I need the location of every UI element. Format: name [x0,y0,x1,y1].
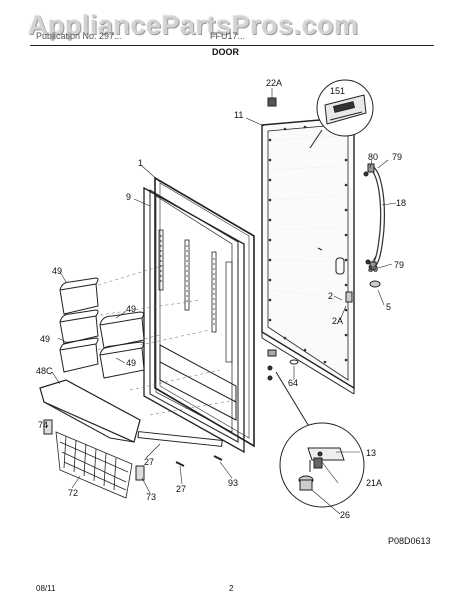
callout-22: 22A [266,78,282,88]
callout-26: 27 [144,457,154,467]
callout-79-top: 79 [392,152,402,162]
door-bin-lower-left [59,337,99,373]
callout-27-label: 27 [0,0,10,2]
callout-72: 72 [68,488,78,498]
screw-27 [175,461,185,467]
wire-basket [55,431,133,499]
callout-73: 74 [38,420,48,430]
publication-text: Publication No. 297... [36,31,122,41]
diagram-code: P08D0613 [388,536,431,546]
callout-49-a: 49 [52,266,62,276]
callout-49-c: 49 [40,334,50,344]
screw-93 [213,455,223,461]
callout-18: 18 [396,198,406,208]
callout-5: 5 [386,302,391,312]
callout-1: 1 [138,158,143,168]
callout-151: 151 [330,86,345,96]
inner-door-liner [143,176,255,454]
footer-date: 08/11 [36,584,56,593]
footer-page-number: 2 [229,584,234,593]
callout-74: 73 [146,492,156,502]
callout-9: 9 [126,192,131,202]
callout-49-d: 49 [126,358,136,368]
door-bin-upper-left [59,277,99,315]
door-bin-upper-right [99,311,145,349]
section-title: DOOR [212,47,239,57]
door-bin-long [39,379,141,443]
door-bin-lower-right [99,341,145,379]
callout-22a: 26 [340,510,350,520]
callout-80-bottom: 80 [368,264,378,274]
callout-11: 11 [234,110,243,120]
control-display-module [309,79,374,149]
hinge-detail-circle [279,422,365,508]
door-handle [367,163,385,271]
callout-2a: 2A [332,316,343,326]
callout-79-bottom: 79 [394,260,404,270]
callout-labels: 22A 151 11 1 9 80 79 18 80 79 5 2 2A 64 … [0,0,406,520]
callout-64: 64 [288,378,298,388]
callout-27-visible: 27 [176,484,186,494]
callout-93: 93 [228,478,238,488]
callout-48c: 48C [36,366,53,376]
watermark-logo: AppliancePartsPros.com [28,10,359,40]
callout-80-top: 80 [368,152,378,162]
door-bin-middle-left [59,309,99,345]
callout-21a: 21A [366,478,382,488]
callout-13: 13 [366,448,376,458]
callout-27: 48C [0,0,17,2]
callout-2: 2 [328,291,333,301]
callout-49-b: 49 [126,304,136,314]
model-code-text: FFU17... [210,31,246,41]
header-rule [30,45,434,46]
